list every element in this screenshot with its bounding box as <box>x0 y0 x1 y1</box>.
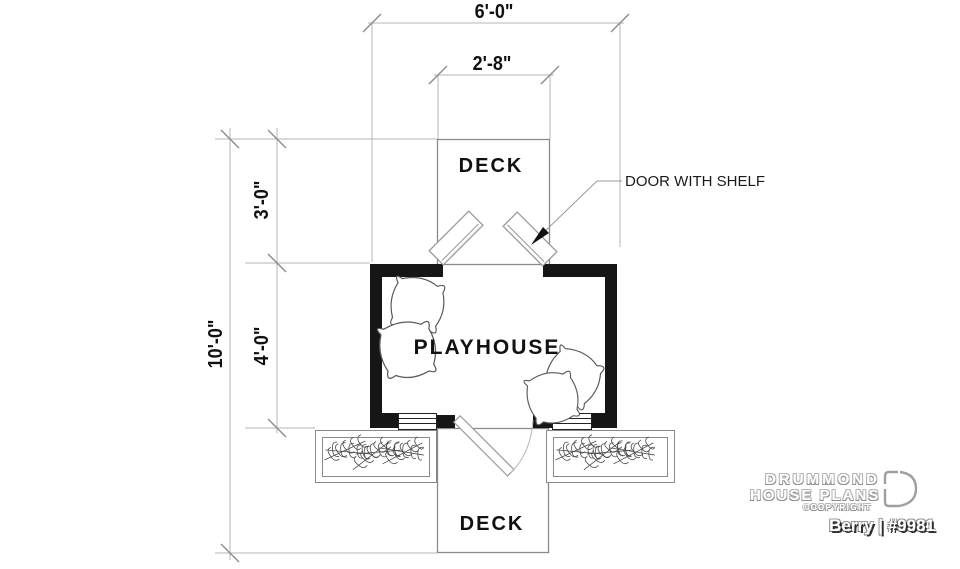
deck-top-label: DECK <box>458 155 524 177</box>
brand-name-line1: DRUMMOND <box>765 471 880 488</box>
planter-left <box>315 430 437 483</box>
leader-line <box>531 180 622 245</box>
drummond-logo-mark <box>883 470 918 508</box>
window-left <box>398 413 437 430</box>
dim-label-overall-depth: 10'-0" <box>205 319 227 369</box>
door-leaf-top-right <box>502 211 558 267</box>
brand-name-line2: HOUSE PLANS <box>750 487 881 504</box>
playhouse-walls <box>370 264 617 428</box>
dim-label-top-deck-depth: 3'-0" <box>251 180 273 220</box>
door-leaf-bottom <box>452 414 534 477</box>
door-leaf-top-left <box>428 210 484 266</box>
deck-bottom-label: DECK <box>459 513 525 535</box>
door-with-shelf-annotation: DOOR WITH SHELF <box>625 173 766 190</box>
dim-label-overall-width: 6'-0" <box>474 1 514 23</box>
playhouse-label: PLAYHOUSE <box>413 336 561 359</box>
dim-label-playhouse-depth: 4'-0" <box>251 326 273 366</box>
dim-label-top-deck-width: 2'-8" <box>472 53 512 75</box>
dimension-lines <box>215 22 624 560</box>
dimension-ticks <box>220 13 630 563</box>
leader-arrowhead <box>531 227 549 245</box>
plan-name-badge: Berry | #9981 <box>829 516 935 535</box>
door-swing-arc <box>510 419 534 474</box>
brand-copyright: ©COPYRIGHT <box>803 503 872 512</box>
planter-right <box>546 430 675 483</box>
